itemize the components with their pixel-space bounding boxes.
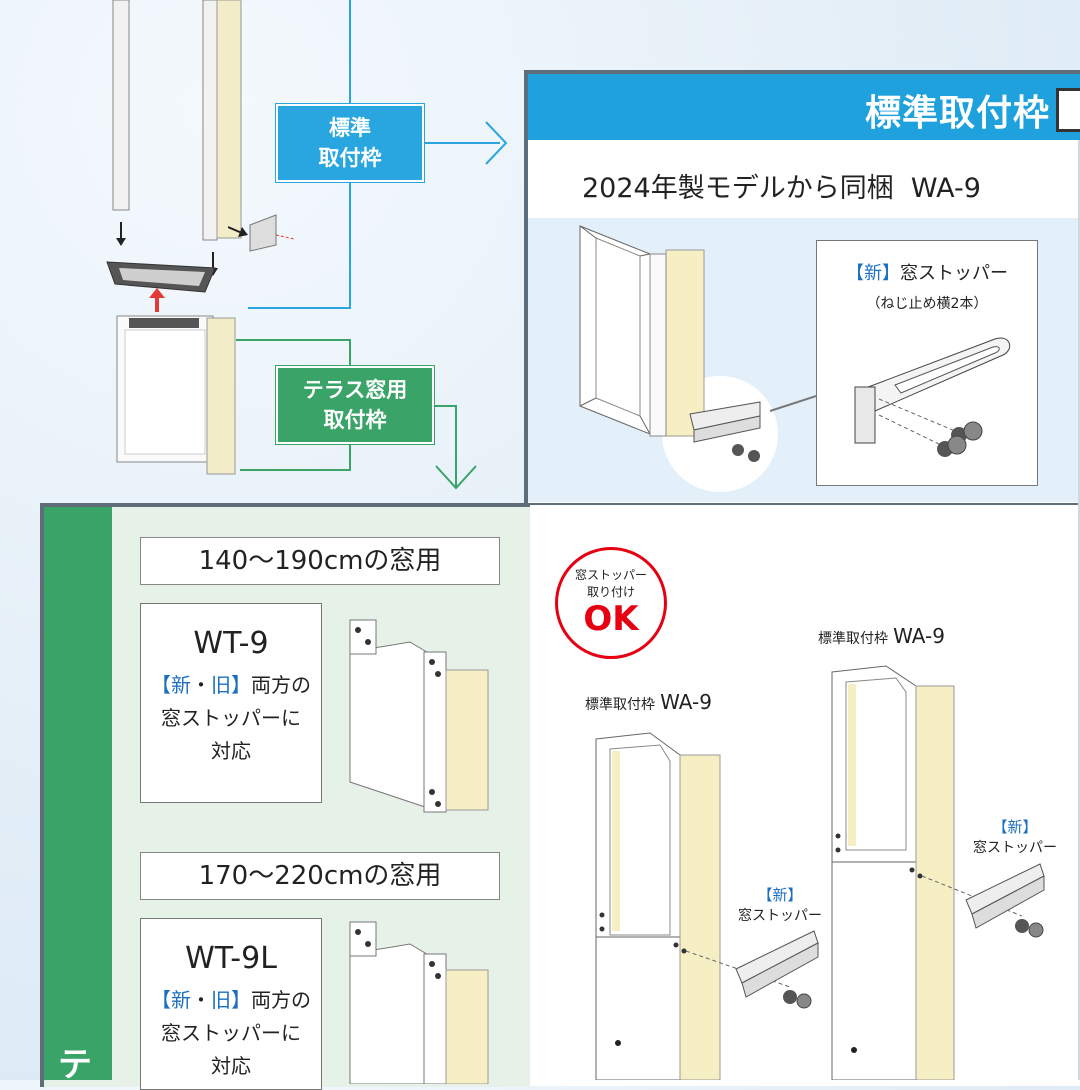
stopper-illustration xyxy=(854,337,1011,457)
wt9l-bubble: WT-9L 【新・旧】両方の 窓ストッパーに 対応 xyxy=(140,918,322,1090)
stopper-callout-box: 【新】窓ストッパー （ねじ止め横2本） xyxy=(816,240,1038,486)
standard-frame-tag-line1: 標準 xyxy=(329,116,371,140)
ok-badge-line2: 取り付け xyxy=(586,585,635,599)
frame-label-tall: 標準取付枠 WA-9 xyxy=(818,624,945,648)
compat-line3-2: 対応 xyxy=(211,1054,251,1078)
compat-old-2: 旧 xyxy=(211,988,231,1012)
compat-line2-2: 窓ストッパーに xyxy=(161,1021,301,1045)
compat-open-2: 【 xyxy=(151,988,171,1012)
compat-open: 【 xyxy=(151,673,171,697)
compat-new-2: 新 xyxy=(171,988,191,1012)
wt9l-model: WT-9L xyxy=(185,941,277,976)
short-frame-new-tag: 【新】 xyxy=(735,884,825,905)
right-divider xyxy=(1078,140,1080,1080)
short-frame-new-stopper: 【新】 窓ストッパー xyxy=(735,884,825,925)
short-new-close: 】 xyxy=(787,886,803,904)
compat-rest: 両方の xyxy=(251,673,311,697)
compat-new: 新 xyxy=(171,673,191,697)
frame-label-tall-model: WA-9 xyxy=(893,624,945,648)
standard-frame-tag: 標準 取付枠 xyxy=(276,104,424,182)
connector-lines xyxy=(236,0,508,490)
side-bracket-illustration xyxy=(228,214,295,252)
stopper-bracket-open: 【 xyxy=(846,263,864,284)
wt9-bubble: WT-9 【新・旧】両方の 窓ストッパーに 対応 xyxy=(140,603,322,803)
ok-badge-ok: OK xyxy=(583,599,639,639)
frame-label-short: 標準取付枠 WA-9 xyxy=(585,690,712,714)
wt9l-illustration xyxy=(349,921,489,1084)
standard-frame-tag-line2: 取付枠 xyxy=(318,146,382,170)
wt9-compat: 【新・旧】両方の 窓ストッパーに 対応 xyxy=(141,669,321,768)
tall-frame-illustration xyxy=(831,665,1045,1080)
short-frame-stopper-label: 窓ストッパー xyxy=(738,908,822,924)
short-new-open: 【 xyxy=(757,886,773,904)
header-box xyxy=(1056,88,1080,132)
short-new-label: 新 xyxy=(772,886,788,904)
stopper-name: 窓ストッパー xyxy=(900,263,1008,284)
terrace-frame-tag-line1: テラス窓用 xyxy=(302,378,408,402)
range-label-2: 170〜220cmの窓用 xyxy=(140,852,500,900)
frame-label-short-model: WA-9 xyxy=(660,690,712,714)
tall-new-close: 】 xyxy=(1022,818,1038,836)
compat-close-2: 】 xyxy=(231,988,251,1012)
short-frame-illustration xyxy=(595,732,819,1080)
tall-frame-new-stopper: 【新】 窓ストッパー xyxy=(965,816,1065,857)
wt9-model: WT-9 xyxy=(193,626,269,661)
ok-badge-line1: 窓ストッパー xyxy=(574,568,647,582)
stopper-title: 【新】窓ストッパー xyxy=(817,259,1037,285)
strip-char: テ xyxy=(58,1045,92,1085)
frame-label-short-small: 標準取付枠 xyxy=(585,697,655,713)
compat-close: 】 xyxy=(231,673,251,697)
wa9-frame-illustration xyxy=(579,225,778,492)
stopper-bracket-close: 】 xyxy=(882,263,900,284)
tall-frame-new-tag: 【新】 xyxy=(965,816,1065,837)
divider-line xyxy=(528,503,1080,505)
header-title: 標準取付枠 xyxy=(864,93,1050,134)
compat-line3: 対応 xyxy=(211,739,251,763)
range-label-1: 140〜190cmの窓用 xyxy=(140,537,500,585)
stopper-new-label: 新 xyxy=(864,263,882,284)
stopper-note: （ねじ止め横2本） xyxy=(866,296,988,312)
terrace-side-strip: テ xyxy=(44,507,112,1085)
frame-label-tall-small: 標準取付枠 xyxy=(818,631,888,647)
terrace-frame-tag: テラス窓用 取付枠 xyxy=(276,366,434,444)
tall-new-label: 新 xyxy=(1007,818,1023,836)
tall-new-open: 【 xyxy=(992,818,1008,836)
wt9l-compat: 【新・旧】両方の 窓ストッパーに 対応 xyxy=(141,984,321,1083)
compat-dot: ・ xyxy=(191,673,211,697)
compat-dot-2: ・ xyxy=(191,988,211,1012)
compat-line2: 窓ストッパーに xyxy=(161,706,301,730)
wt9-illustration xyxy=(349,619,489,813)
standard-frame-header: 標準取付枠 xyxy=(528,74,1080,140)
terrace-frame-tag-line2: 取付枠 xyxy=(323,408,387,432)
compat-old: 旧 xyxy=(211,673,231,697)
ok-badge: 窓ストッパー 取り付け OK xyxy=(555,547,667,659)
top-caption: 2024年製モデルから同梱 WA-9 xyxy=(582,173,981,204)
frame-exploded-illustration xyxy=(106,0,242,475)
tall-frame-stopper-label: 窓ストッパー xyxy=(973,840,1057,856)
compat-rest-2: 両方の xyxy=(251,988,311,1012)
